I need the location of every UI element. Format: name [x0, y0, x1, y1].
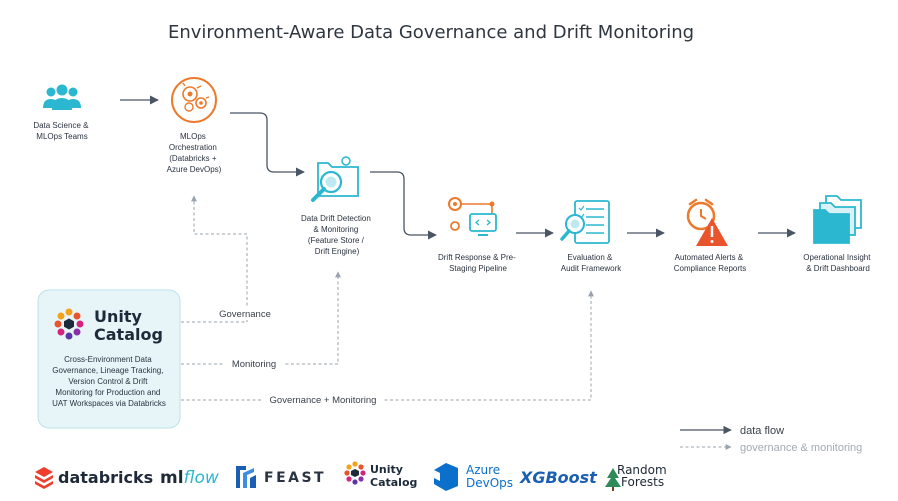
node-drift-response-label: Drift Response & Pre- Staging Pipeline [438, 253, 518, 273]
unity-catalog-panel: Unity Catalog Cross-Environment Data Gov… [37, 289, 181, 429]
feast-logo-text: FEAST [264, 470, 326, 486]
edge-label-monitoring: Monitoring [232, 359, 276, 370]
edge-drift-detection-to-drift-response [370, 171, 437, 240]
node-orchestration: MLOps Orchestration (Databricks + Azure … [167, 77, 222, 174]
node-drift-detection-line: (Feature Store / [308, 236, 365, 245]
node-evaluation-label: Evaluation & Audit Framework [561, 253, 622, 273]
node-evaluation-line: Audit Framework [561, 264, 622, 273]
unity-catalog-brand-line1: Unity [94, 307, 143, 326]
alert-clock-icon [686, 198, 728, 246]
unity-catalog-desc-line: Version Control & Drift [68, 377, 148, 386]
gear-cluster-icon [171, 77, 217, 123]
mlflow-logo-flow: flow [184, 468, 219, 488]
logo-strip: databricks mlflow FEAST Unity C [35, 461, 667, 491]
node-insight-label: Operational Insight & Drift Dashboard [803, 253, 872, 273]
node-orchestration-line: MLOps [180, 132, 206, 141]
node-alerts-line: Automated Alerts & [675, 253, 744, 262]
node-teams-label: Data Science & MLOps Teams [33, 121, 90, 141]
node-drift-detection-line: Data Drift Detection [301, 214, 371, 223]
rf-line2: Forests [621, 475, 664, 489]
node-drift-detection: Data Drift Detection & Monitoring (Featu… [301, 156, 373, 256]
unity-catalog-description: Cross-Environment Data Governance, Linea… [52, 355, 166, 408]
edge-governance-monitoring [181, 290, 594, 401]
diagram-title: Environment-Aware Data Governance and Dr… [168, 22, 694, 43]
random-forests-logo: Random Forests [605, 463, 667, 491]
node-insight: Operational Insight & Drift Dashboard [803, 195, 872, 273]
azure-line2: DevOps [466, 476, 513, 490]
edge-label-governance: Governance [219, 309, 271, 320]
unity-catalog-desc-line: Cross-Environment Data [64, 355, 152, 364]
node-evaluation: Evaluation & Audit Framework [560, 200, 622, 273]
node-drift-detection-label: Data Drift Detection & Monitoring (Featu… [301, 214, 373, 256]
legend: data flow governance & monitoring [680, 425, 862, 454]
node-alerts: Automated Alerts & Compliance Reports [674, 198, 746, 273]
node-teams: Data Science & MLOps Teams [33, 84, 90, 141]
legend-governance-monitoring: governance & monitoring [740, 442, 862, 454]
xgboost-logo: XGBoost [519, 468, 598, 487]
mlflow-logo: mlflow [160, 468, 219, 488]
data-flow-edges [120, 95, 796, 240]
folder-magnifier-icon [311, 156, 359, 202]
pipeline-gears-icon [448, 197, 497, 236]
node-drift-response-line: Drift Response & Pre- [438, 253, 516, 262]
edge-label-governance-monitoring: Governance + Monitoring [270, 395, 377, 406]
node-evaluation-line: Evaluation & [567, 253, 613, 262]
unity-catalog-desc-line: Governance, Lineage Tracking, [52, 366, 163, 375]
unity-small-line2: Catalog [370, 476, 417, 489]
unity-catalog-desc-line: Monitoring for Production and [55, 388, 160, 397]
unity-catalog-small-logo: Unity Catalog [344, 461, 417, 489]
node-drift-detection-line: Drift Engine) [315, 247, 360, 256]
node-alerts-line: Compliance Reports [674, 264, 746, 273]
azure-line1: Azure [466, 463, 500, 477]
mlflow-logo-text: mlflow [160, 468, 219, 488]
edge-orchestration-to-drift-detection [230, 112, 305, 177]
unity-small-line1: Unity [370, 463, 403, 476]
node-drift-response: Drift Response & Pre- Staging Pipeline [438, 197, 518, 273]
edge-governance [181, 195, 248, 323]
unity-catalog-desc-line: UAT Workspaces via Databricks [52, 399, 166, 408]
databricks-logo: databricks [35, 467, 153, 489]
node-teams-line: Data Science & [33, 121, 89, 130]
node-teams-line: MLOps Teams [36, 132, 87, 141]
node-orchestration-line: Orchestration [169, 143, 217, 152]
legend-data-flow: data flow [740, 425, 784, 437]
databricks-logo-text: databricks [58, 468, 153, 487]
azure-devops-logo: Azure DevOps [434, 463, 513, 491]
node-drift-detection-line: & Monitoring [313, 225, 358, 234]
mlflow-logo-ml: ml [160, 468, 184, 488]
rf-line1: Random [617, 463, 667, 477]
node-orchestration-label: MLOps Orchestration (Databricks + Azure … [167, 132, 222, 174]
node-alerts-label: Automated Alerts & Compliance Reports [674, 253, 746, 273]
feast-logo: FEAST [236, 466, 326, 488]
unity-catalog-icon [54, 308, 84, 340]
unity-catalog-brand-line2: Catalog [94, 325, 163, 344]
node-insight-line: Operational Insight [803, 253, 871, 262]
node-insight-line: & Drift Dashboard [806, 264, 870, 273]
node-orchestration-line: (Databricks + [169, 154, 217, 163]
xgboost-logo-text: XGBoost [519, 468, 598, 487]
folders-icon [813, 195, 862, 244]
people-icon [43, 84, 81, 110]
node-drift-response-line: Staging Pipeline [449, 264, 507, 273]
checklist-magnifier-icon [560, 200, 610, 244]
node-orchestration-line: Azure DevOps) [167, 165, 222, 174]
